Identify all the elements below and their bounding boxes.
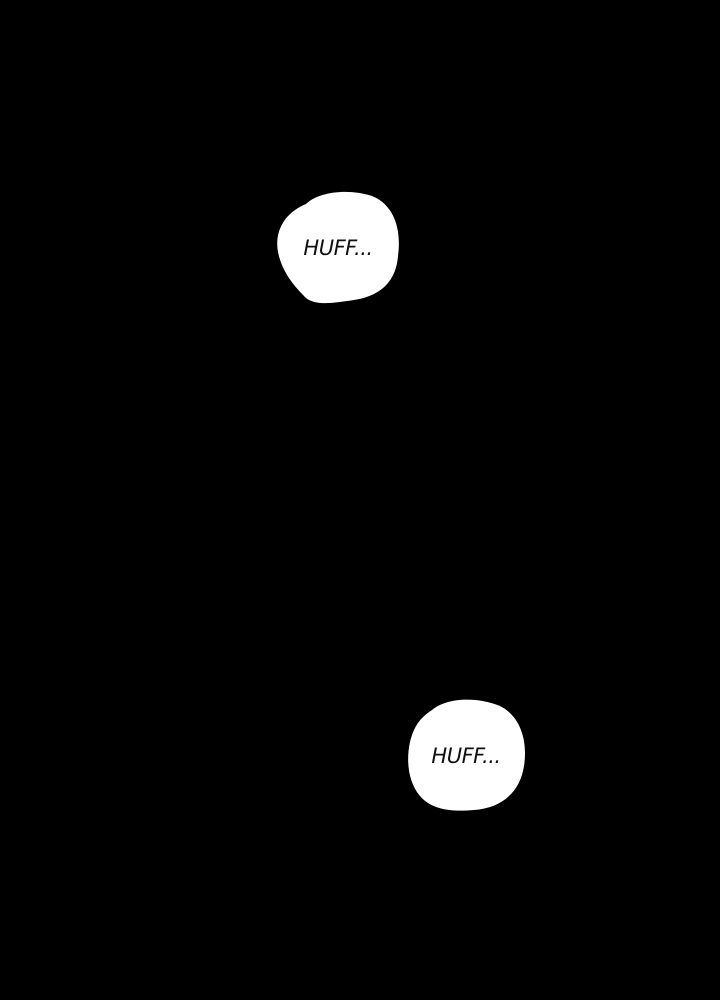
speech-bubble-1-shape (277, 191, 399, 304)
speech-bubble-1-text: HUFF... (303, 236, 373, 260)
speech-bubble-2-shape (408, 699, 525, 811)
speech-bubble-2: HUFF... (406, 698, 526, 814)
speech-bubble-1: HUFF... (276, 190, 400, 306)
speech-bubble-2-text: HUFF... (431, 744, 501, 768)
